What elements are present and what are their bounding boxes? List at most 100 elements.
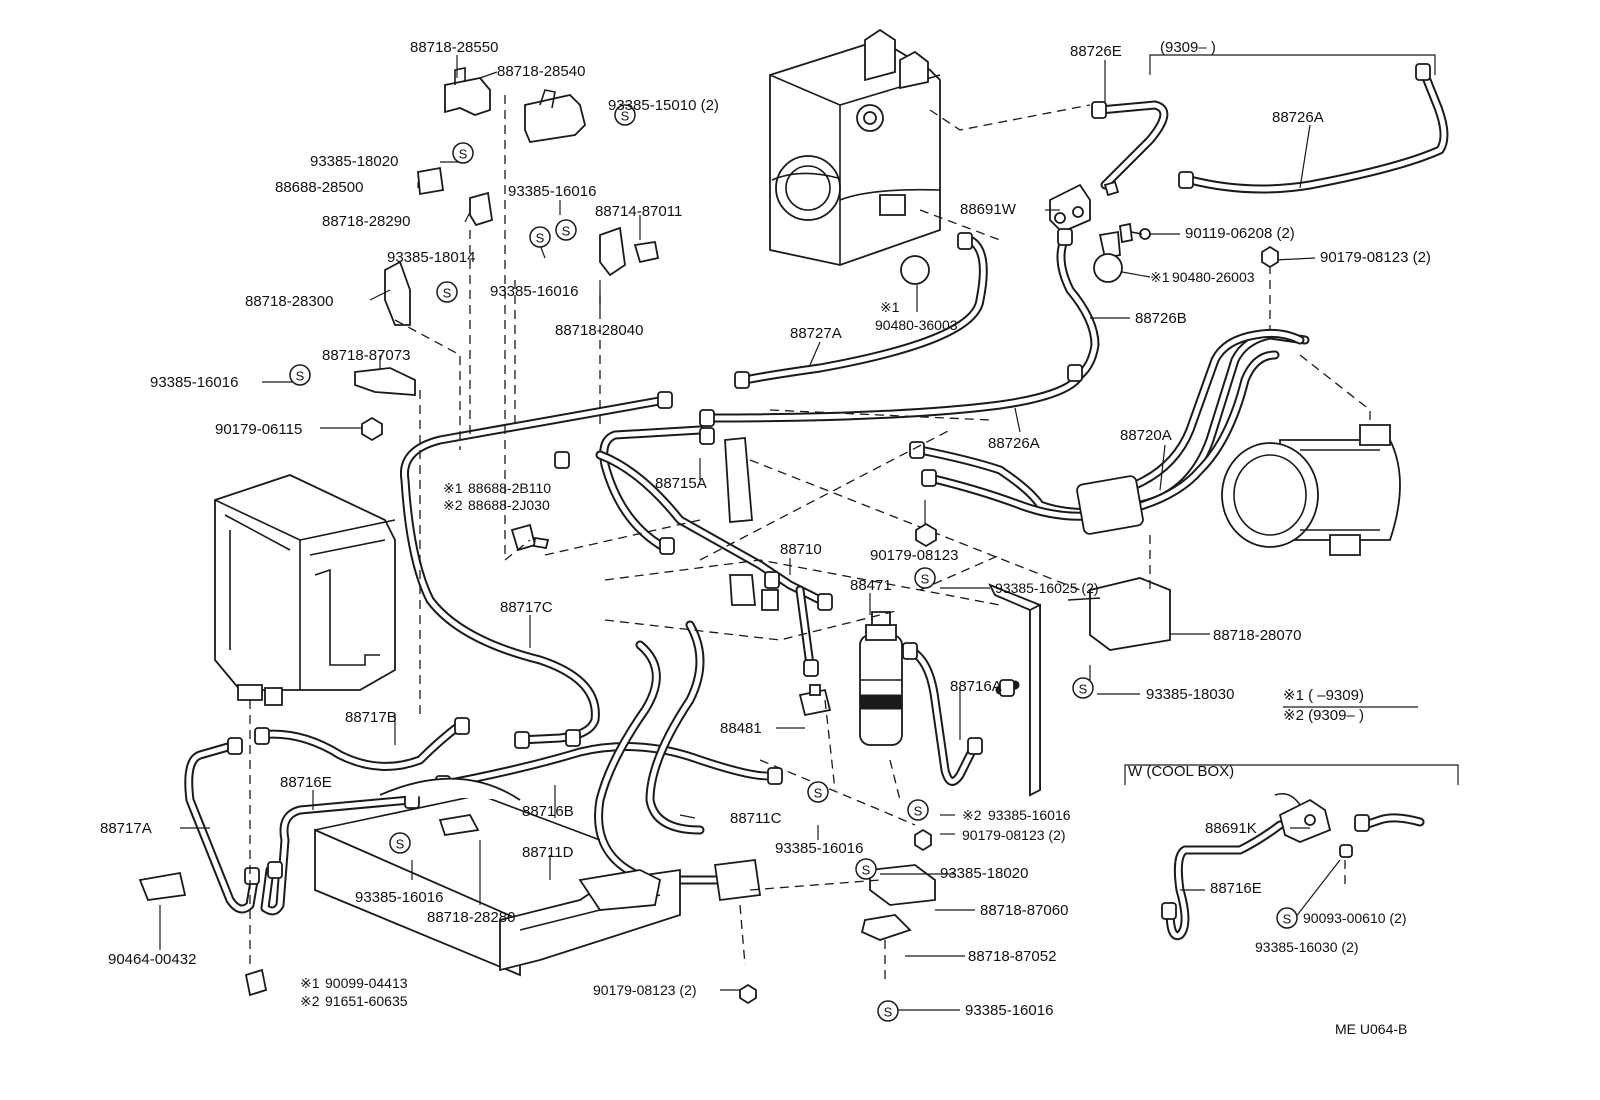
label-93385-16016-f: 93385-16016 <box>355 889 443 906</box>
screw-symbol-circle <box>529 226 551 248</box>
label-88718-87052: 88718-87052 <box>968 948 1056 965</box>
label-93385-16030: 93385-16030 (2) <box>1255 939 1359 955</box>
label-88711D: 88711D <box>522 844 574 861</box>
screw-symbol-circle <box>1276 907 1298 929</box>
compressor <box>1221 424 1401 556</box>
screw-symbol-letter: S <box>814 786 823 801</box>
screw-symbol-letter: S <box>1283 912 1292 927</box>
label-90179-06115: 90179-06115 <box>215 421 302 438</box>
label-88717B: 88717B <box>345 709 397 726</box>
screw-symbol-letter: S <box>562 224 571 239</box>
screw-symbol-circle <box>555 219 577 241</box>
label-91651-60635: 91651-60635 <box>325 993 408 1009</box>
label-88718-87060: 88718-87060 <box>980 902 1068 919</box>
label-88688-28500: 88688-28500 <box>275 179 363 196</box>
label-90099-04413: 90099-04413 <box>325 975 408 991</box>
label-90480-36003: 90480-36003 <box>875 317 958 333</box>
blower-unit <box>214 474 396 706</box>
screw-symbol-letter: S <box>296 369 305 384</box>
screw-symbol-letter: S <box>536 231 545 246</box>
label-90119-06208: 90119-06208 (2) <box>1185 225 1295 242</box>
brackets <box>138 67 1171 941</box>
label-88718-28280: 88718-28280 <box>427 909 515 926</box>
screw-symbol-circle <box>389 832 411 854</box>
note-2: ※2 (9309– ) <box>1283 707 1364 724</box>
label-88717A: 88717A <box>100 820 152 837</box>
screw-symbol-circle <box>907 799 929 821</box>
screw-symbol-letter: S <box>862 863 871 878</box>
label-90179-08123-a: 90179-08123 (2) <box>1320 249 1431 266</box>
cool-box-frame <box>1124 54 1459 785</box>
mark-2-b: ※2 <box>962 807 982 823</box>
screw-symbol-letter: S <box>459 147 468 162</box>
label-93385-18030: 93385-18030 <box>1146 686 1234 703</box>
label-88726B: 88726B <box>1135 310 1187 327</box>
mark-1-b: ※1 <box>880 299 900 315</box>
part-labels: 88718-28550 88718-28540 93385-15010 (2) … <box>100 39 1431 1037</box>
note-1: ※1 ( –9309) <box>1283 687 1364 704</box>
label-88715A: 88715A <box>655 475 707 492</box>
label-90464-00432: 90464-00432 <box>108 951 196 968</box>
label-88691K: 88691K <box>1205 820 1257 837</box>
floor-duct <box>314 777 762 977</box>
screw-symbol-circle <box>452 142 474 164</box>
label-90480-26003: 90480-26003 <box>1172 269 1255 285</box>
screw-symbol-circle <box>877 1000 899 1022</box>
label-88711C: 88711C <box>730 810 782 827</box>
leader-lines <box>159 55 1341 1011</box>
condenser <box>988 583 1041 797</box>
screw-symbol-circle <box>1072 677 1094 699</box>
label-90093-00610: 90093-00610 (2) <box>1303 910 1407 926</box>
label-88720A: 88720A <box>1120 427 1172 444</box>
screw-symbol-circle <box>914 567 936 589</box>
screw-symbol-letter: S <box>1079 682 1088 697</box>
label-93385-18020-a: 93385-18020 <box>310 153 398 170</box>
label-93385-16016-c: 93385-16016 <box>150 374 238 391</box>
label-90179-08123-b: 90179-08123 <box>870 547 958 564</box>
label-93385-18020-b: 93385-18020 <box>940 865 1028 882</box>
screw-symbol-letter: S <box>443 286 452 301</box>
diagram-code: ME U064-B <box>1335 1021 1407 1037</box>
label-93385-16016-d: 93385-16016 <box>775 840 863 857</box>
mark-1-d: ※1 <box>300 975 320 991</box>
screw-symbol-letter: S <box>914 804 923 819</box>
screw-symbol-letter: S <box>621 109 630 124</box>
label-88718-28540: 88718-28540 <box>497 63 585 80</box>
label-88718-28070: 88718-28070 <box>1213 627 1301 644</box>
label-88718-28550: 88718-28550 <box>410 39 498 56</box>
label-88688-2J030: 88688-2J030 <box>468 497 550 513</box>
label-93385-16016-b: 93385-16016 <box>490 283 578 300</box>
screw-symbol-letter: S <box>396 837 405 852</box>
mark-2-a: ※2 <box>443 497 463 513</box>
label-88716A: 88716A <box>950 678 1002 695</box>
fittings <box>227 63 1431 920</box>
receiver-dryer <box>859 611 903 746</box>
label-88710: 88710 <box>780 541 822 558</box>
label-88717C: 88717C <box>500 599 553 616</box>
mark-1-a: ※1 <box>1150 269 1170 285</box>
label-9309-bracket: (9309– ) <box>1160 39 1216 56</box>
label-93385-16016-a: 93385-16016 <box>508 183 596 200</box>
label-88471: 88471 <box>850 577 892 594</box>
screw-symbol-letter: S <box>884 1005 893 1020</box>
mark-1-c: ※1 <box>443 480 463 496</box>
dashed-guides <box>249 95 1371 985</box>
label-88718-28040: 88718-28040 <box>555 322 643 339</box>
label-93385-16016-g: 93385-16016 <box>965 1002 1053 1019</box>
screw-symbol-circle <box>614 104 636 126</box>
label-88688-2B110: 88688-2B110 <box>468 480 551 496</box>
label-88727A: 88727A <box>790 325 842 342</box>
screw-symbol-circle <box>436 281 458 303</box>
label-88716E-w: 88716E <box>1210 880 1262 897</box>
label-88714-87011: 88714-87011 <box>595 203 682 220</box>
nuts <box>244 222 1279 1005</box>
label-88718-28300: 88718-28300 <box>245 293 333 310</box>
screw-symbol-circle <box>807 781 829 803</box>
label-93385-18014: 93385-18014 <box>387 249 475 266</box>
evaporator-unit <box>769 28 941 266</box>
label-88481: 88481 <box>720 720 762 737</box>
label-93385-16025: 93385-16025 (2) <box>995 580 1099 596</box>
